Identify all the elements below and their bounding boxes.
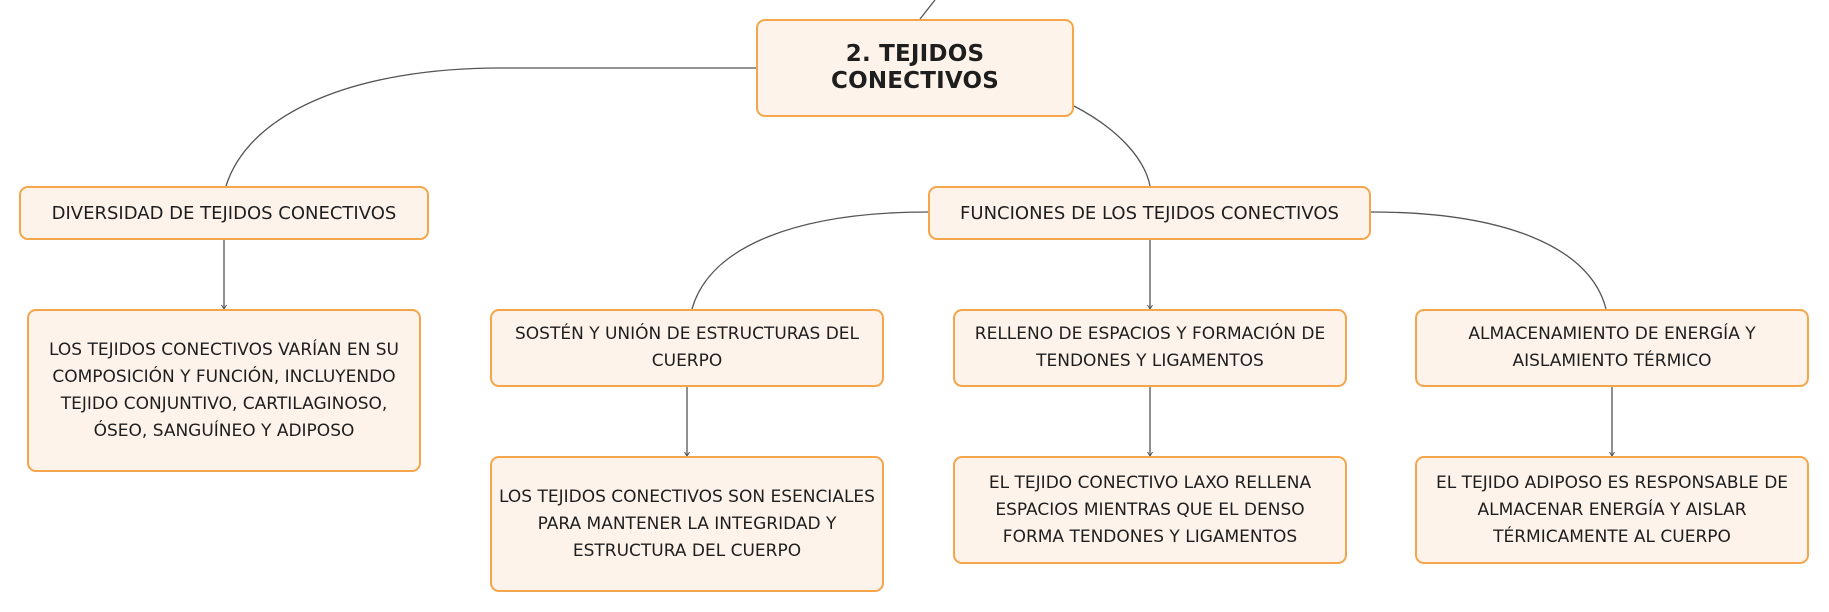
- topic-node-label: RELLENO DE ESPACIOS Y FORMACIÓN DE TENDO…: [974, 324, 1326, 371]
- detail-node-sosten[interactable]: LOS TEJIDOS CONECTIVOS SON ESENCIALES PA…: [490, 456, 884, 592]
- connector-funciones-to-sosten: [691, 211, 929, 310]
- detail-node-label: LOS TEJIDOS CONECTIVOS VARÍAN EN SU COMP…: [49, 339, 399, 441]
- root-node[interactable]: 2. TEJIDOS CONECTIVOS: [756, 19, 1074, 117]
- topic-node-label: ALMACENAMIENTO DE ENERGÍA Y AISLAMIENTO …: [1468, 324, 1756, 371]
- root-node-label: 2. TEJIDOS CONECTIVOS: [830, 41, 1000, 94]
- detail-node-label: EL TEJIDO CONECTIVO LAXO RELLENA ESPACIO…: [988, 472, 1312, 547]
- topic-node-label: SOSTÉN Y UNIÓN DE ESTRUCTURAS DEL CUERPO: [514, 324, 860, 371]
- detail-node-almacenamiento[interactable]: EL TEJIDO ADIPOSO ES RESPONSABLE DE ALMA…: [1415, 456, 1809, 564]
- topic-node-almacenamiento[interactable]: ALMACENAMIENTO DE ENERGÍA Y AISLAMIENTO …: [1415, 309, 1809, 387]
- detail-node-relleno[interactable]: EL TEJIDO CONECTIVO LAXO RELLENA ESPACIO…: [953, 456, 1347, 564]
- branch-node-label: FUNCIONES DE LOS TEJIDOS CONECTIVOS: [960, 202, 1339, 224]
- connector-parent-to-root: [919, 0, 936, 20]
- branch-node-diversidad[interactable]: DIVERSIDAD DE TEJIDOS CONECTIVOS: [19, 186, 429, 240]
- detail-node-label: EL TEJIDO ADIPOSO ES RESPONSABLE DE ALMA…: [1435, 472, 1789, 547]
- topic-node-relleno[interactable]: RELLENO DE ESPACIOS Y FORMACIÓN DE TENDO…: [953, 309, 1347, 387]
- connector-root-to-diversidad: [225, 67, 756, 187]
- connector-root-to-funciones: [1073, 105, 1151, 187]
- detail-node-label: LOS TEJIDOS CONECTIVOS SON ESENCIALES PA…: [499, 486, 875, 561]
- topic-node-sosten[interactable]: SOSTÉN Y UNIÓN DE ESTRUCTURAS DEL CUERPO: [490, 309, 884, 387]
- connector-funciones-to-almacenamiento: [1370, 211, 1607, 310]
- detail-node-diversidad[interactable]: LOS TEJIDOS CONECTIVOS VARÍAN EN SU COMP…: [27, 309, 421, 472]
- branch-node-funciones[interactable]: FUNCIONES DE LOS TEJIDOS CONECTIVOS: [928, 186, 1371, 240]
- branch-node-label: DIVERSIDAD DE TEJIDOS CONECTIVOS: [51, 202, 397, 224]
